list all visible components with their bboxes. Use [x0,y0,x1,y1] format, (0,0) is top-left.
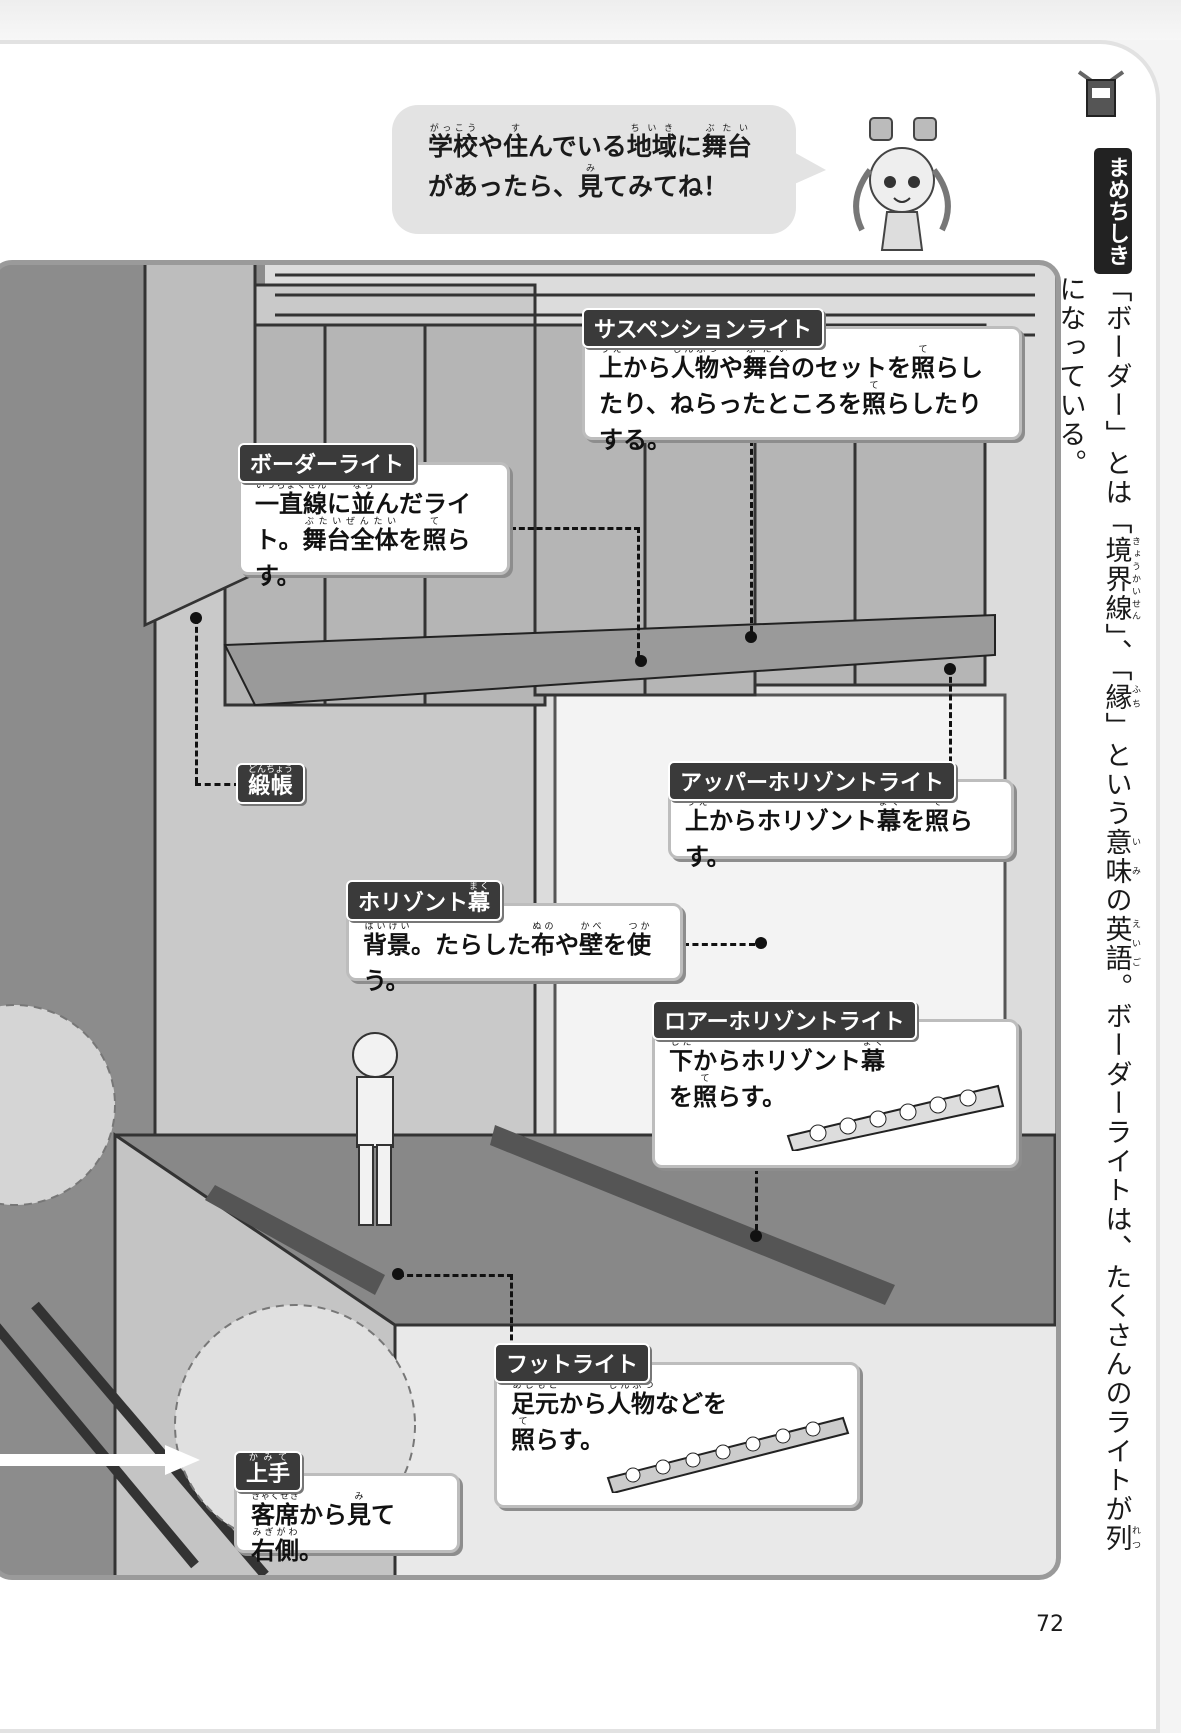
callout-title: アッパーホリゾントライト [668,761,957,801]
callout-title: ロアーホリゾントライト [652,1000,917,1040]
pointer-dot [745,631,757,643]
speech-text: 学校がっこうや住すんでいる地域ちいきに舞台ぶたいがあったら、見みてみてね！ [428,124,752,201]
light-fixture-illustration [786,1084,1005,1151]
trivia-tag: まめちしき [1094,148,1132,274]
callout-title-curtain: 緞帳どんちょう [236,763,306,804]
callout-description: 上うえから人物じんぶつや舞台ぶたいのセットを照てらしたり、ねらったところを照てら… [599,345,983,454]
trivia-text: 「ボーダー」とは「境界線きょうかいせん」、「縁ふち」という意味いみの英語えいご。… [1054,275,1141,1553]
callout-title: 上手かみて [234,1451,303,1492]
callout-description: 上うえからホリゾント幕まくを照てらす。 [685,798,973,871]
pointer-line [683,943,755,946]
pointer-dot [755,937,767,949]
callout-description: 足元あしもとから人物じんぶつなどを照てらす。 [511,1381,727,1454]
winged-book-icon [1077,70,1125,117]
pointer-line [195,783,240,786]
light-fixture-illustration [606,1416,850,1493]
callout-description: 下したからホリゾント幕まくを照てらす。 [669,1038,885,1111]
speech-bubble-tail [790,150,826,186]
pointer-line [398,1274,513,1349]
page-top-band [0,0,1181,40]
callout-title: フットライト [494,1343,651,1383]
callout-title: サスペンションライト [582,308,825,348]
pointer-line [510,527,640,657]
callout-title: ボーダーライト [238,443,417,483]
pointer-line [755,1168,758,1230]
pointer-dot [750,1230,762,1242]
callout-foot-light: 足元あしもとから人物じんぶつなどを照てらす。 [494,1362,860,1508]
pointer-dot [635,655,647,667]
speech-bubble: 学校がっこうや住すんでいる地域ちいきに舞台ぶたいがあったら、見みてみてね！ [392,105,796,234]
pointer-line [750,440,753,632]
page-number: 72 [1036,1612,1064,1637]
pointer-line [949,668,952,780]
callout-lower-horizont-light: 下したからホリゾント幕まくを照てらす。 [652,1019,1019,1168]
mascot-character-illustration [853,117,951,251]
callout-description: 客席きゃくせきから見みて右側みぎがわ。 [251,1492,395,1565]
callout-suspension-light: 上うえから人物じんぶつや舞台ぶたいのセットを照てらしたり、ねらったところを照てら… [582,326,1022,454]
callout-description: 背景はいけい。たらした布ぬのや壁かべを使つかう。 [363,922,651,995]
pointer-line [195,618,198,783]
callout-description: 一直線いっちょくせんに並ならんだライト。舞台全体ぶたいぜんたいを照てらす。 [255,481,471,590]
callout-title: ホリゾント幕まく [346,880,503,921]
